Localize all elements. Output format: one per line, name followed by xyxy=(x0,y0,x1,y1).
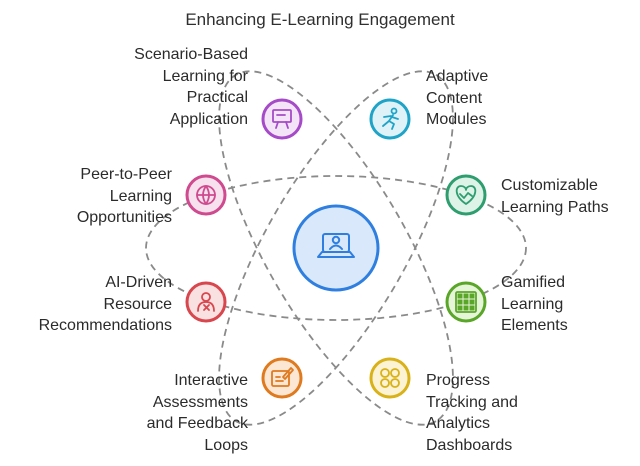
dashboard-dots-icon xyxy=(380,368,400,388)
diagram-title: Enhancing E-Learning Engagement xyxy=(185,10,455,29)
node-customizable xyxy=(445,174,487,216)
nodes-layer xyxy=(185,98,487,399)
ai-person-icon xyxy=(197,292,215,312)
node-progress xyxy=(369,357,411,399)
label-progress: Progress Tracking and Analytics Dashboar… xyxy=(426,372,518,454)
label-customizable: Customizable Learning Paths xyxy=(501,177,609,216)
node-peer xyxy=(185,174,227,216)
label-ai: AI-Driven Resource Recommendations xyxy=(38,274,172,334)
presentation-icon xyxy=(272,109,292,129)
orbit-horizontal xyxy=(145,175,527,321)
heart-path-icon xyxy=(455,185,477,205)
label-gamified: Gamified Learning Elements xyxy=(501,274,568,334)
node-scenario xyxy=(261,98,303,140)
globe-peer-icon xyxy=(196,185,216,205)
runner-icon xyxy=(382,107,399,130)
edit-board-icon xyxy=(271,367,294,387)
node-adaptive xyxy=(369,98,411,140)
orbit-lines xyxy=(145,70,527,426)
label-assessments: Interactive Assessments and Feedback Loo… xyxy=(146,372,248,454)
grid-game-icon xyxy=(455,291,477,313)
node-assessments xyxy=(261,357,303,399)
node-ai xyxy=(185,281,227,323)
orbit-diagonal-a xyxy=(218,70,454,426)
laptop-user-icon xyxy=(317,233,355,258)
label-scenario: Scenario-Based Learning for Practical Ap… xyxy=(134,46,248,128)
label-adaptive: Adaptive Content Modules xyxy=(426,68,489,128)
label-peer: Peer-to-Peer Learning Opportunities xyxy=(76,166,172,226)
center-node xyxy=(292,204,380,292)
orbit-diagonal-b xyxy=(218,70,454,426)
node-gamified xyxy=(445,281,487,323)
